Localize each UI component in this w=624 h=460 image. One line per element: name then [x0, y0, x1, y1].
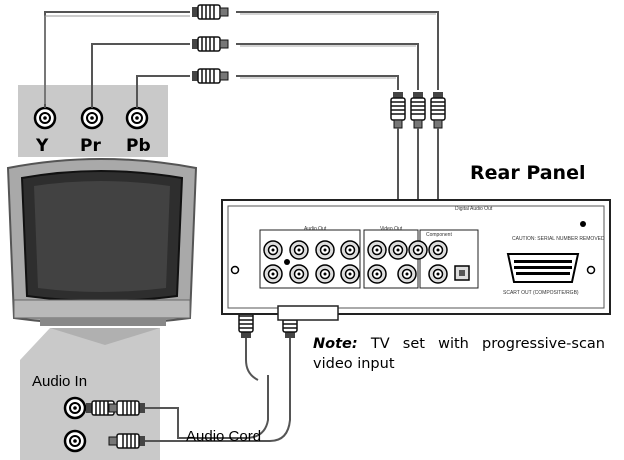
- rear-panel-title: Rear Panel: [470, 162, 586, 184]
- tv-audio-input-panel: [20, 328, 160, 460]
- rear-panel: Audio Out Video Out Component Digital Au…: [221, 199, 611, 321]
- component-plug-y: [191, 4, 229, 20]
- label-pb: Pb: [126, 136, 151, 156]
- panel-component-label: Component: [426, 232, 452, 238]
- panel-video-out-label: Video Out: [380, 226, 403, 232]
- panel-caution-label: CAUTION: SERIAL NUMBER REMOVED: [512, 236, 605, 242]
- panel-digital-audio-label: Digital Audio Out: [455, 206, 493, 212]
- audio-cord: [145, 375, 291, 442]
- label-pr: Pr: [80, 136, 101, 156]
- rear-panel-plugs: [390, 91, 446, 129]
- tv-pr-jack: [80, 106, 104, 130]
- note-body: TV set with progressive-scan video input: [313, 336, 605, 372]
- component-plug-pb: [191, 68, 229, 84]
- audio-cord-label: Audio Cord: [186, 428, 262, 445]
- tv-audio-in-right-jack: [63, 429, 87, 453]
- note-prefix: Note:: [313, 336, 358, 352]
- component-plug-pr: [191, 36, 229, 52]
- panel-scart-label: SCART OUT (COMPOSITE/RGB): [503, 290, 579, 296]
- panel-audio-out-label: Audio Out: [304, 226, 327, 232]
- tv-audio-in-left-jack: [63, 396, 87, 420]
- audio-in-label: Audio In: [32, 373, 88, 390]
- note-text: Note: TV set with progressive-scan video…: [313, 334, 605, 374]
- tv-y-jack: [33, 106, 57, 130]
- component-cables: [44, 11, 439, 108]
- tv-pb-jack: [125, 106, 149, 130]
- television: [6, 158, 198, 326]
- label-y: Y: [36, 136, 49, 156]
